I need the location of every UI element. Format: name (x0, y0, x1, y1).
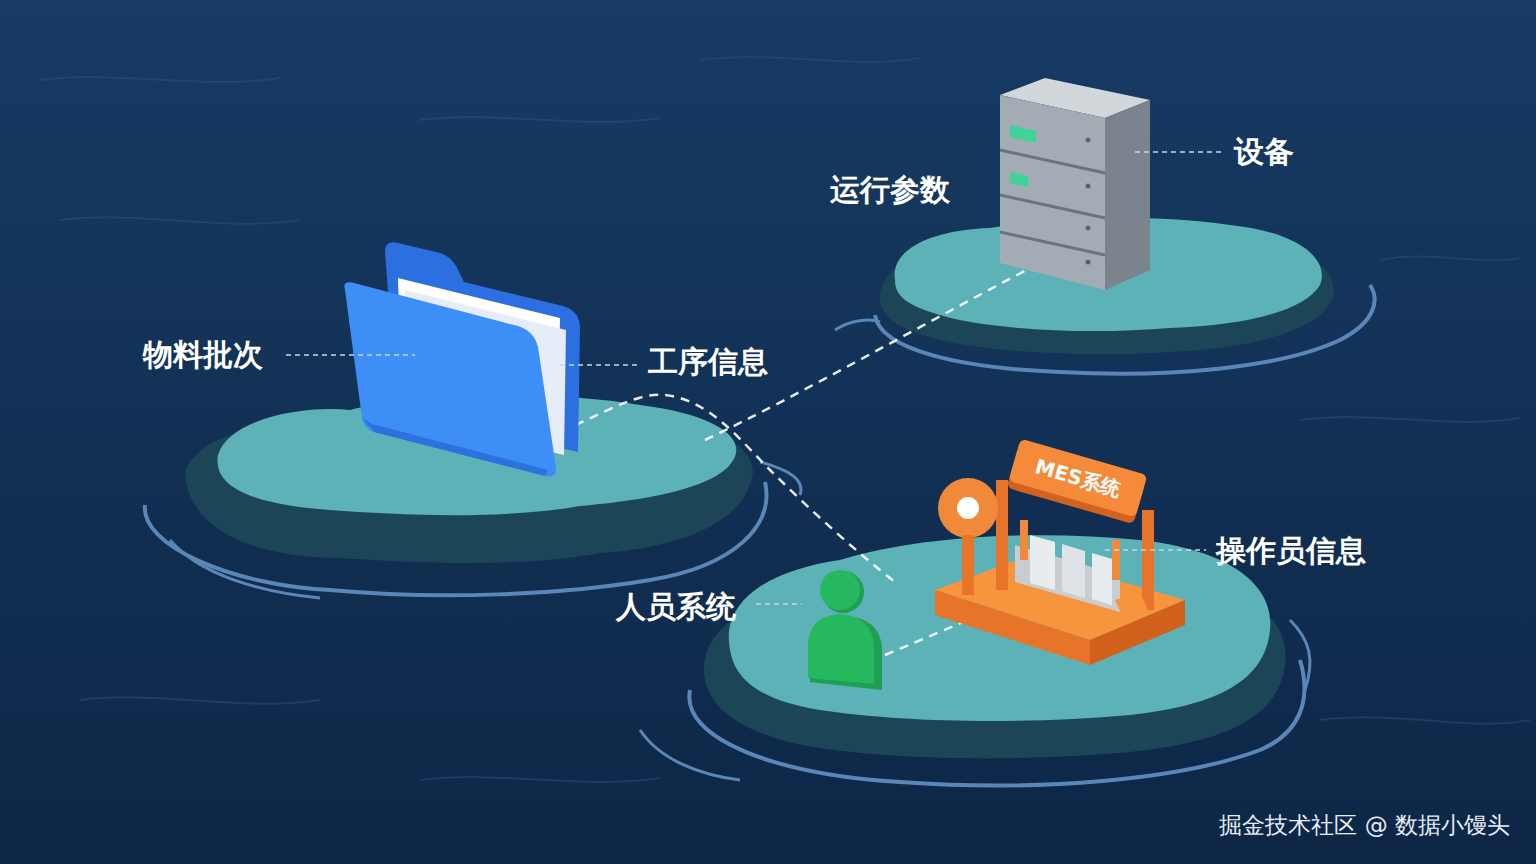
staff-label: 人员系统 (616, 589, 736, 625)
device-label: 设备 (1234, 134, 1294, 170)
watermark: 掘金技术社区 @ 数据小馒头 (1219, 812, 1510, 840)
material-label: 物料批次 (143, 337, 263, 373)
operator-label: 操作员信息 (1216, 533, 1366, 569)
person-icon (808, 570, 882, 690)
param-label: 运行参数 (830, 172, 950, 208)
mes-machine (935, 478, 1185, 665)
island-bottom-right (640, 535, 1310, 785)
server-icon (1000, 78, 1150, 290)
folder-icon (344, 242, 580, 476)
sea-waves (40, 57, 1530, 782)
process-label: 工序信息 (648, 344, 768, 380)
leader-lines (286, 152, 1224, 604)
